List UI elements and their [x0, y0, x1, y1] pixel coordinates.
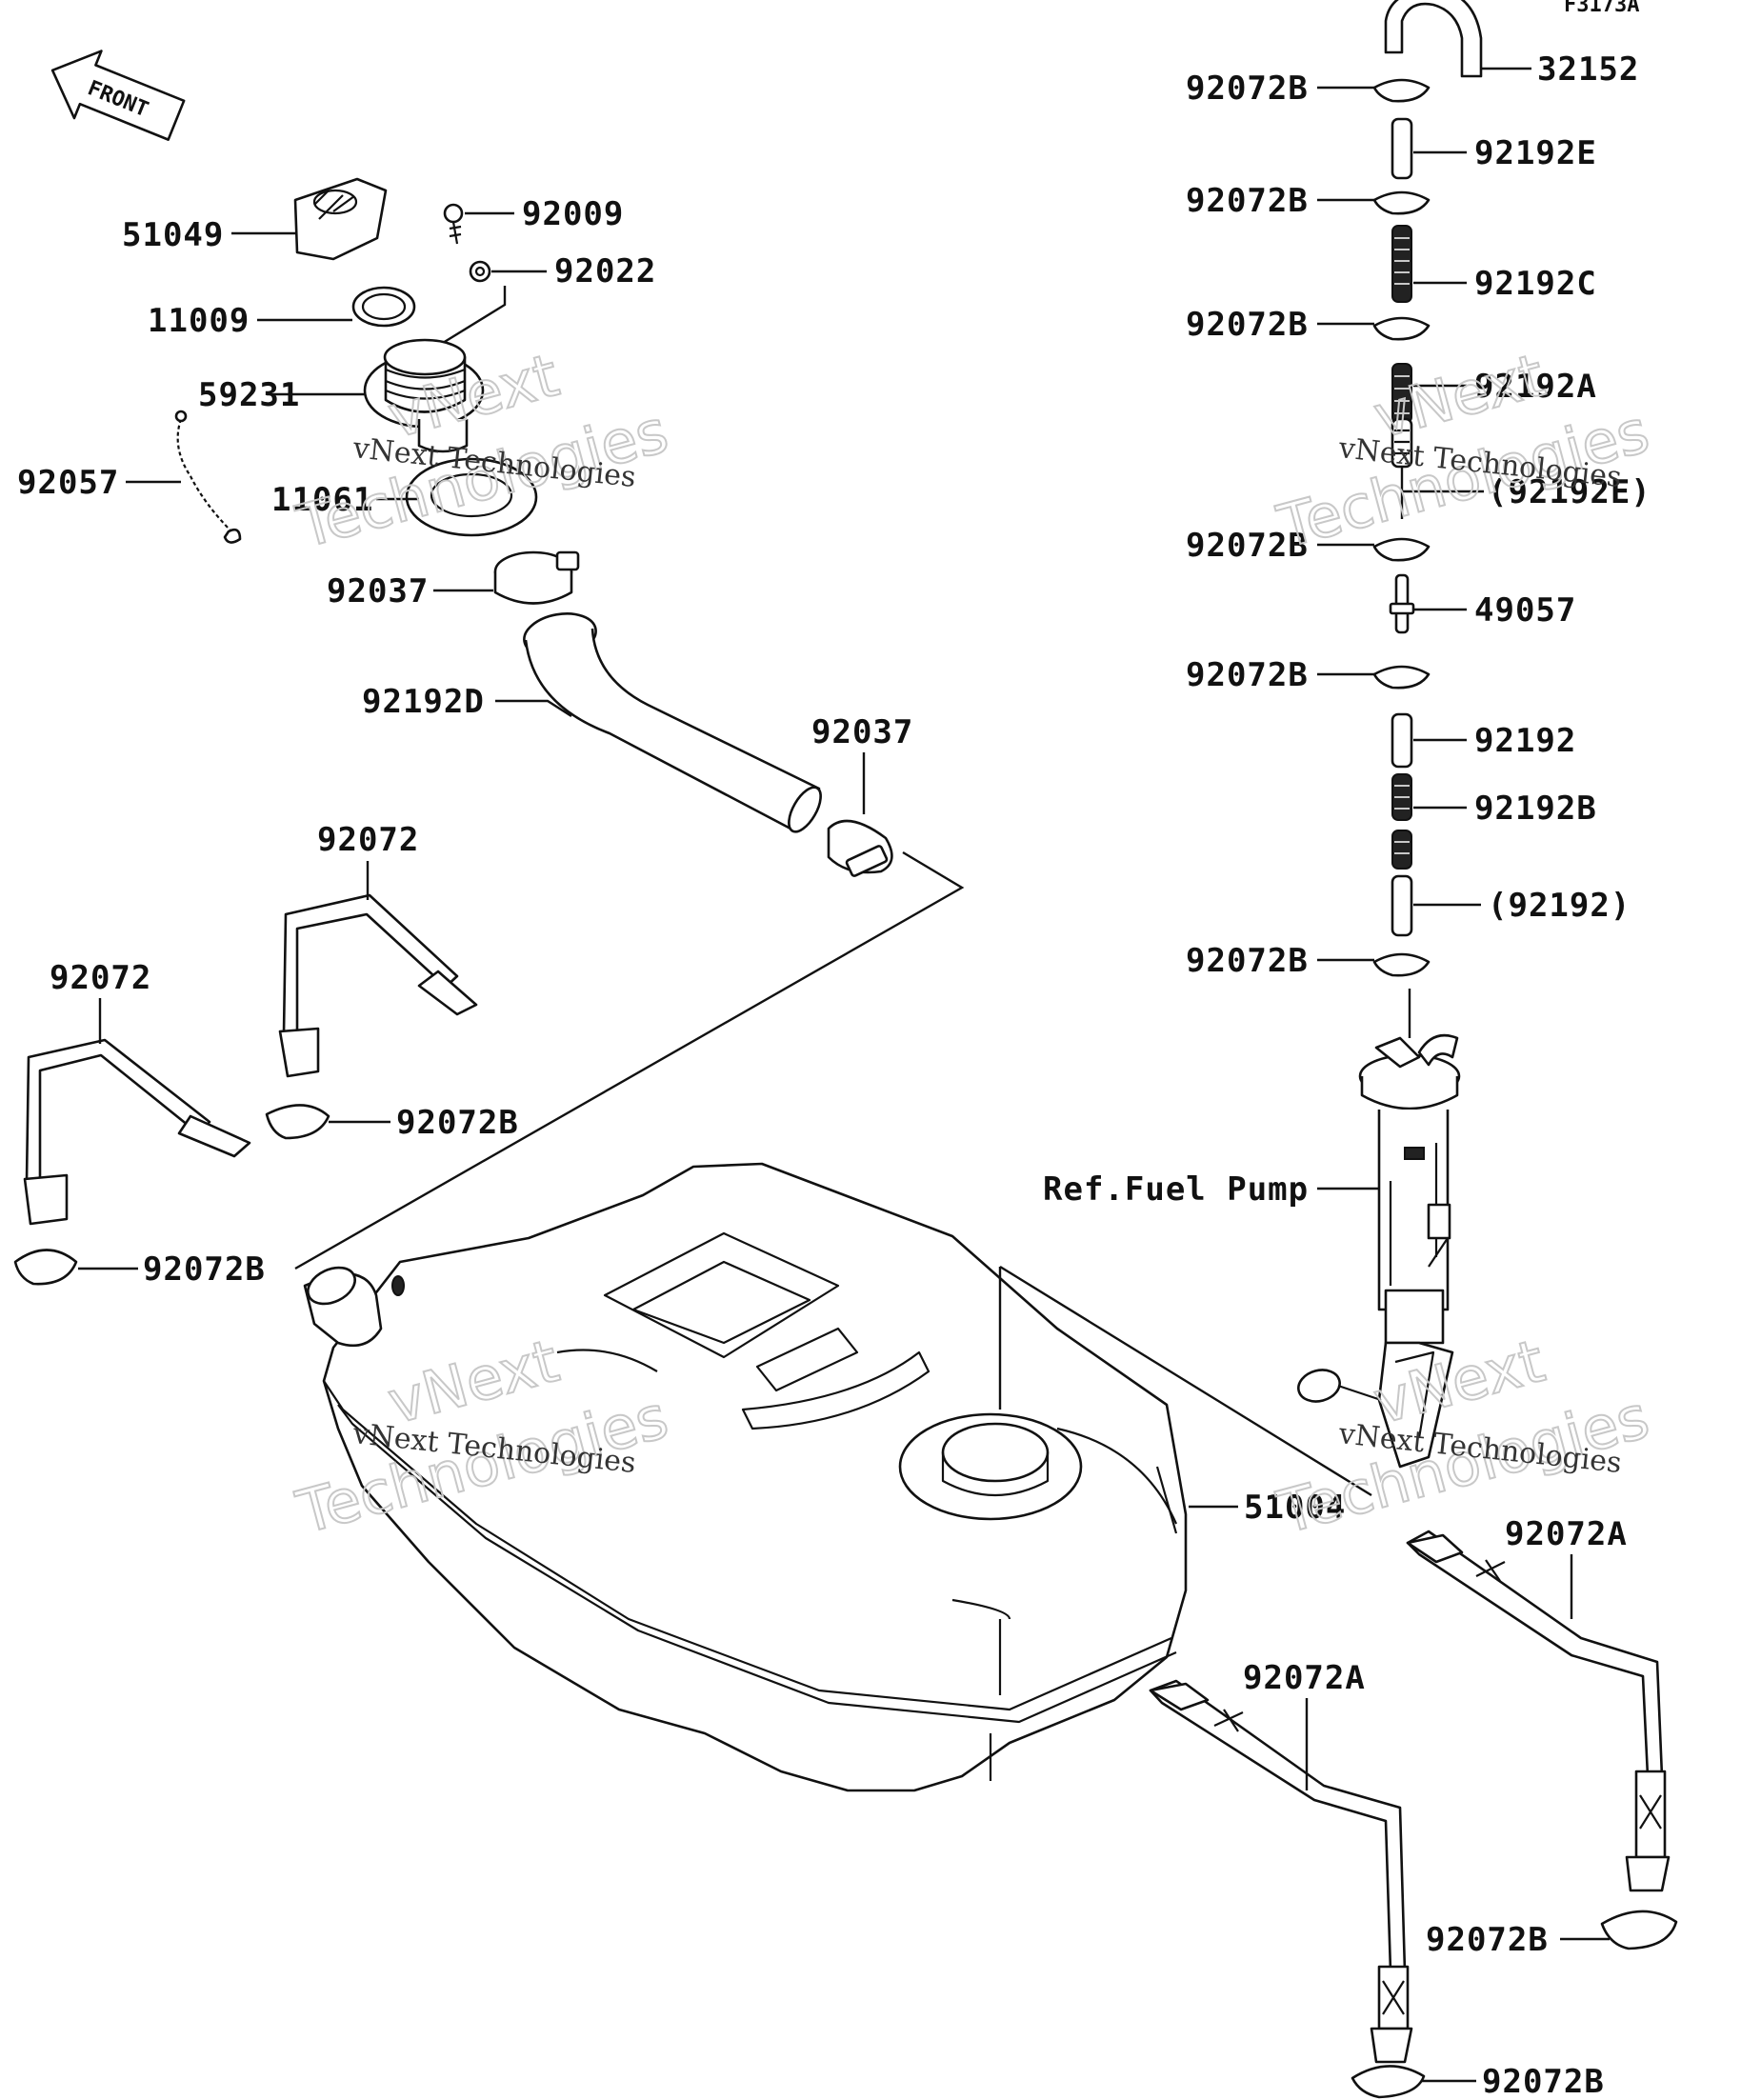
label-92022: 92022 — [554, 252, 656, 290]
label-92072B-r1: 92072B — [1186, 70, 1309, 108]
label-92072B-left: 92072B — [143, 1250, 266, 1289]
front-arrow-icon: FRONT — [50, 50, 186, 141]
label-51049: 51049 — [122, 216, 224, 254]
label-92192E-paren: (92192E) — [1488, 473, 1651, 511]
label-92072-b: 92072 — [50, 959, 151, 997]
label-92192A: 92192A — [1474, 368, 1597, 406]
label-92009: 92009 — [522, 195, 624, 233]
label-32152: 32152 — [1537, 50, 1639, 89]
label-92072-a: 92072 — [317, 821, 419, 859]
spring-92192C — [1391, 225, 1412, 303]
clip-92072B-br2 — [1351, 2065, 1426, 2099]
gasket-11061 — [405, 457, 538, 537]
screw-92009 — [443, 203, 464, 245]
tube-92192 — [1391, 712, 1413, 769]
spring-92192E-ref — [1391, 417, 1413, 519]
label-51004: 51004 — [1244, 1489, 1346, 1527]
filler-cap-part — [293, 177, 388, 261]
filler-hose-92192D — [523, 612, 822, 833]
strap-92072A-right — [1406, 1530, 1671, 1892]
strap-92072-upper — [278, 893, 478, 1078]
hose-clamp-lower — [827, 819, 893, 877]
label-92072B-r6: 92072B — [1186, 942, 1309, 980]
label-92072A-right: 92072A — [1505, 1515, 1628, 1553]
clip-92072B-r5 — [1372, 665, 1431, 690]
tube-92192E — [1391, 117, 1413, 180]
clip-92072B-r1 — [1372, 78, 1431, 103]
fitting-49057 — [1389, 573, 1415, 634]
hose-32152 — [1384, 0, 1483, 78]
label-49057: 49057 — [1474, 591, 1576, 630]
nut-92022 — [469, 260, 491, 283]
label-92192E: 92192E — [1474, 134, 1597, 172]
label-92072B-r2: 92072B — [1186, 182, 1309, 220]
tube-92192-ref — [1391, 874, 1413, 937]
figure-code: F3173A — [1564, 0, 1639, 17]
label-92192-paren: (92192) — [1488, 887, 1631, 925]
spring-92192B — [1391, 773, 1412, 870]
label-92037-upper: 92037 — [327, 572, 429, 610]
clip-92072B-r6 — [1372, 952, 1431, 977]
label-92072A-low: 92072A — [1243, 1659, 1366, 1697]
fuel-pump — [1297, 1033, 1461, 1469]
label-92072B-br1: 92072B — [1426, 1921, 1549, 1959]
gasket-11009 — [351, 286, 416, 328]
label-92057: 92057 — [17, 464, 119, 502]
clip-92072B-r3 — [1372, 316, 1431, 341]
label-92072B-r4: 92072B — [1186, 527, 1309, 565]
label-ref-fuel-pump: Ref.Fuel Pump — [1043, 1170, 1309, 1209]
clip-92072B-r2 — [1372, 190, 1431, 215]
fuel-tank-51004 — [303, 1162, 1372, 1792]
hose-clamp-upper — [493, 550, 580, 605]
label-59231: 59231 — [198, 376, 300, 414]
clip-92072B-r4 — [1372, 537, 1431, 562]
label-11009: 11009 — [148, 302, 250, 340]
label-92072B-mid: 92072B — [396, 1104, 519, 1142]
clip-92072B-mid — [265, 1104, 330, 1140]
label-92072B-br2: 92072B — [1482, 2063, 1605, 2100]
tether-92057 — [174, 410, 242, 544]
label-92072B-r5: 92072B — [1186, 656, 1309, 694]
label-92072B-r3: 92072B — [1186, 306, 1309, 344]
label-11061: 11061 — [271, 481, 373, 519]
label-92192C: 92192C — [1474, 265, 1597, 303]
strap-92072-lower — [23, 1038, 251, 1226]
label-92192: 92192 — [1474, 722, 1576, 760]
label-92192D: 92192D — [362, 683, 485, 721]
strap-92072A-low — [1149, 1679, 1413, 2064]
filler-neck-59231 — [363, 338, 485, 453]
clip-92072B-br1 — [1600, 1910, 1678, 1950]
label-92037-lower: 92037 — [811, 713, 913, 751]
label-92192B: 92192B — [1474, 790, 1597, 828]
clip-92072B-left — [13, 1249, 78, 1286]
